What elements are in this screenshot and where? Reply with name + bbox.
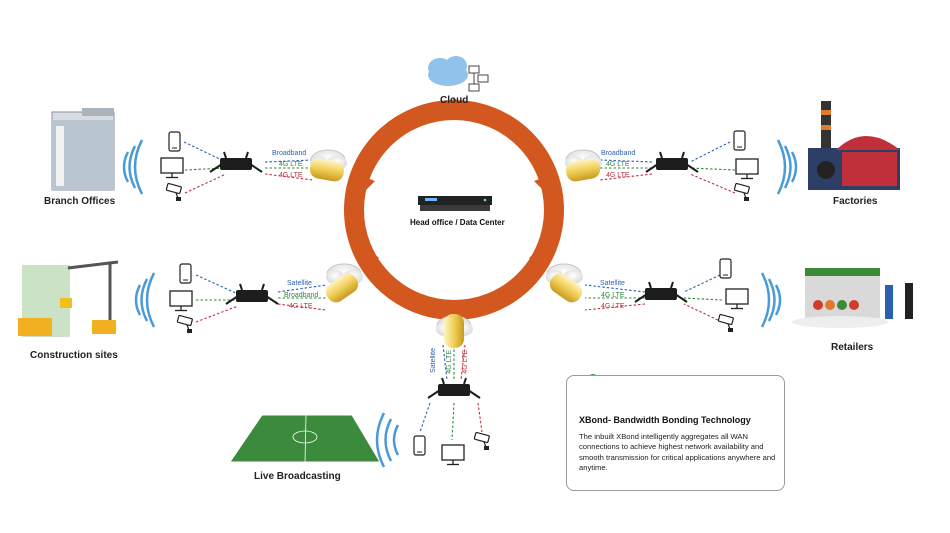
- router-icon: [645, 151, 699, 173]
- monitor-icon: [160, 157, 184, 179]
- wan-label: 4G LTE: [279, 161, 303, 168]
- camera-icon: [717, 313, 735, 333]
- wan-label: Broadband: [284, 292, 319, 299]
- wan-label: Satellite: [287, 280, 312, 287]
- wan-label: Broadband: [601, 150, 636, 157]
- monitor-icon: [169, 290, 193, 312]
- hub-label: Head office / Data Center: [410, 218, 505, 227]
- construction-icon: [18, 260, 119, 337]
- wan-cloud-top-right: [564, 149, 603, 182]
- router-icon: [225, 283, 279, 305]
- wan-label: Satellite: [600, 280, 625, 287]
- wan-label: Satellite: [430, 348, 437, 373]
- wan-cloud-top-left: [309, 149, 348, 182]
- cloud-label: Cloud: [440, 95, 469, 106]
- wan-label: 4G LTE: [279, 172, 303, 179]
- links-top-right: [599, 141, 736, 194]
- phone-icon: [168, 131, 181, 152]
- office-building-icon: [51, 108, 115, 191]
- site-label-branch-offices: Branch Offices: [44, 196, 116, 207]
- hub-ring: [344, 97, 564, 331]
- wan-label: 4G LTE: [606, 161, 630, 168]
- wan-label: 4G LTE: [462, 350, 469, 374]
- server-icon: [418, 196, 492, 211]
- monitor-icon: [735, 158, 759, 180]
- phone-icon: [719, 258, 732, 279]
- wan-label: 4G LTE: [601, 292, 625, 299]
- wifi-waves: [122, 139, 798, 468]
- football-field-icon: [229, 414, 381, 463]
- wan-label: 4G LTE: [606, 172, 630, 179]
- wan-cloud-bottom: [435, 314, 474, 348]
- router-icon: [427, 377, 481, 399]
- wan-label: 4G LTE: [289, 303, 313, 310]
- xbond-info-card: XBond- Bandwidth Bonding Technology The …: [566, 375, 785, 491]
- wan-label: Broadband: [272, 150, 307, 157]
- camera-icon: [165, 182, 183, 202]
- wan-label: 4G LTE: [446, 350, 453, 374]
- camera-icon: [473, 431, 491, 451]
- factory-icon: [808, 101, 900, 190]
- wan-cloud-mid-left: [325, 263, 364, 303]
- retail-store-icon: [792, 268, 913, 328]
- site-label-broadcasting: Live Broadcasting: [254, 471, 341, 482]
- monitor-icon: [441, 444, 465, 466]
- cloud-icon: [428, 56, 489, 92]
- info-text: The inbuilt XBond intelligently aggregat…: [579, 432, 776, 473]
- monitor-icon: [725, 288, 749, 310]
- site-label-construction: Construction sites: [30, 350, 118, 361]
- camera-icon: [176, 314, 194, 334]
- links-top-left: [183, 141, 314, 194]
- router-icon: [209, 151, 263, 173]
- phone-icon: [179, 263, 192, 284]
- wan-cloud-mid-right: [545, 263, 584, 303]
- links-bottom: [419, 344, 483, 441]
- phone-icon: [413, 435, 426, 456]
- links-mid-left: [195, 274, 327, 323]
- wan-label: 4G LTE: [601, 303, 625, 310]
- site-label-retailers: Retailers: [831, 342, 874, 353]
- site-label-factories: Factories: [833, 196, 878, 207]
- info-title: XBond- Bandwidth Bonding Technology: [579, 415, 751, 425]
- phone-icon: [733, 130, 746, 151]
- links-mid-right: [584, 274, 723, 323]
- camera-icon: [733, 182, 751, 202]
